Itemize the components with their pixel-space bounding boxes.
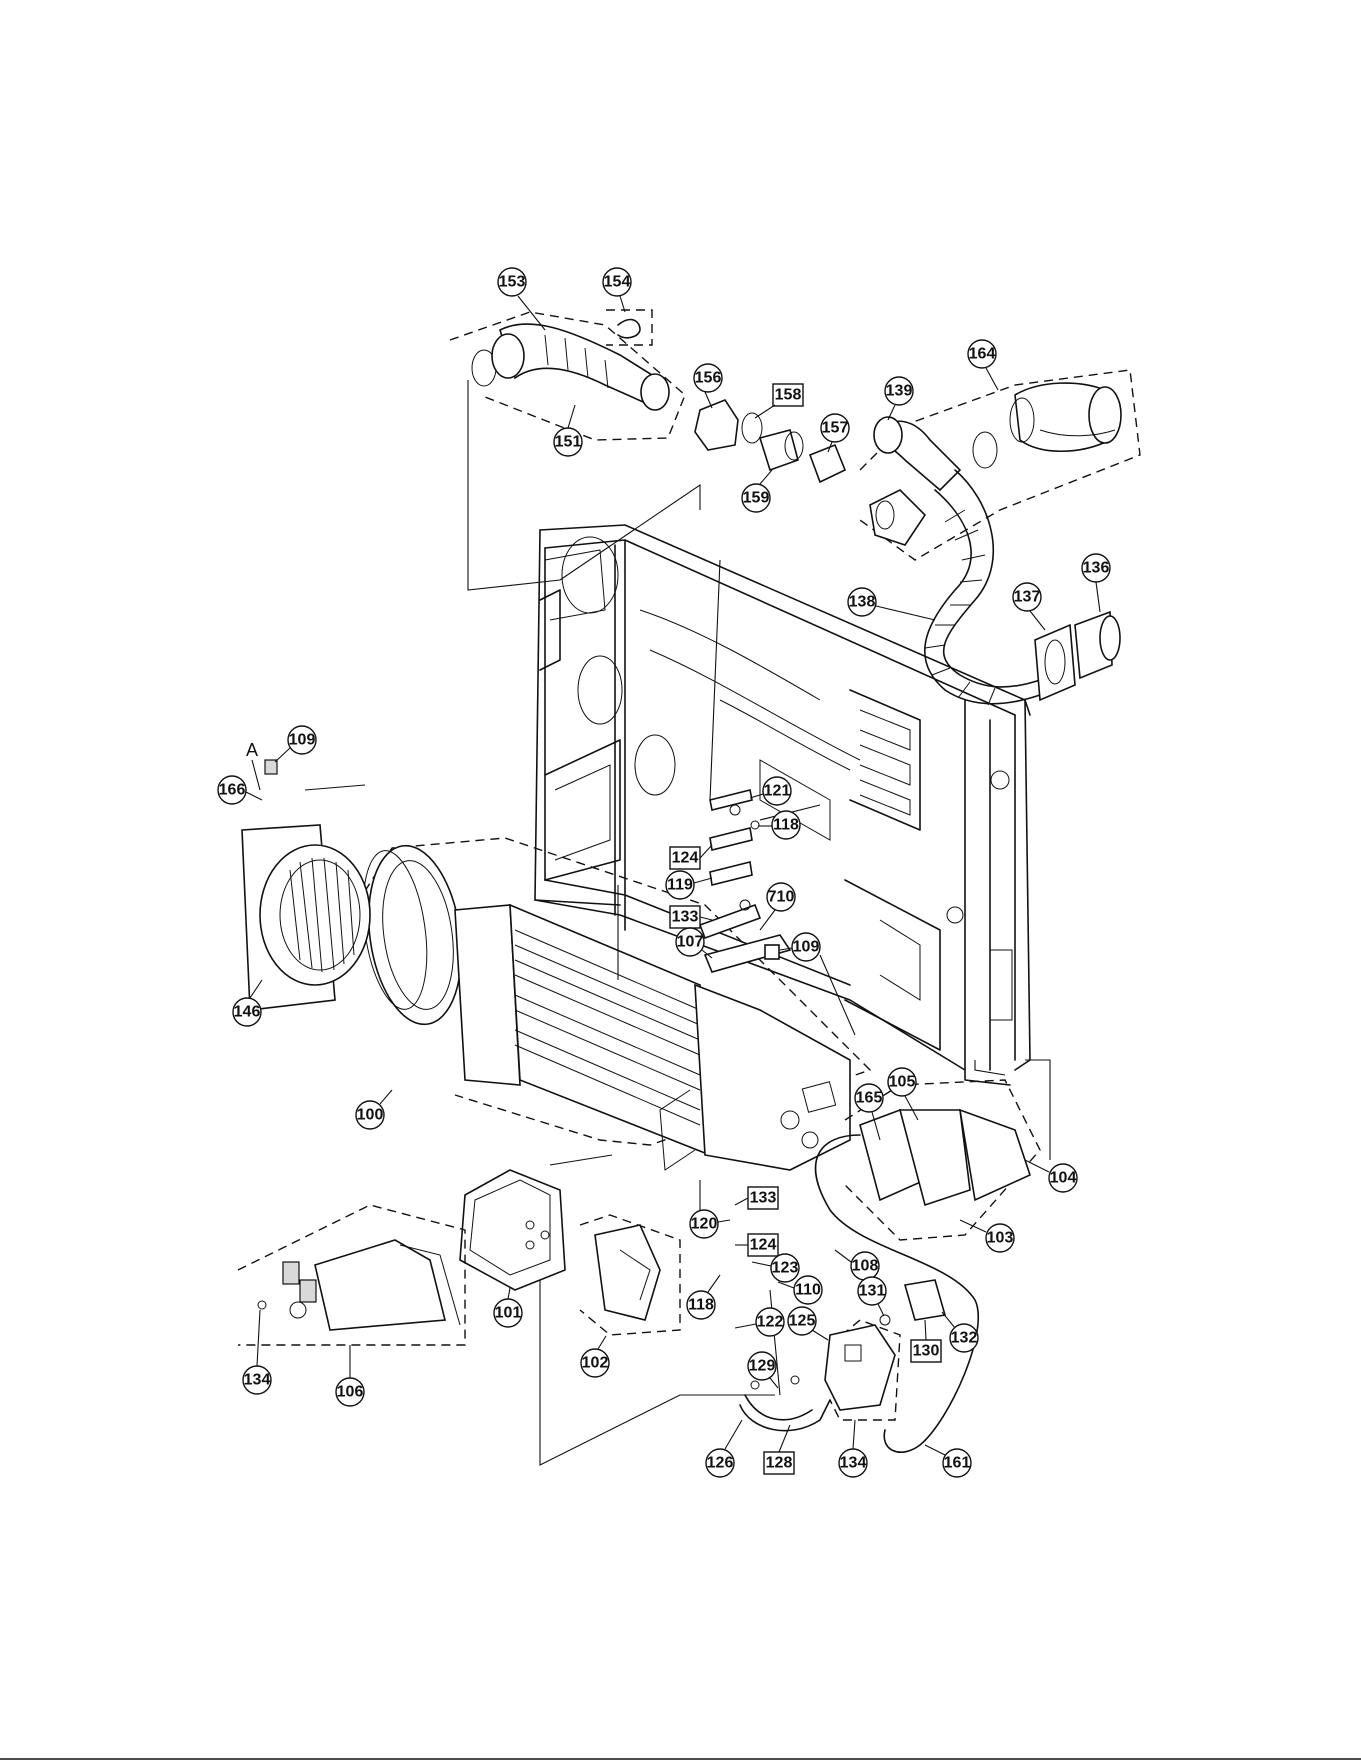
- callout-161: 161: [925, 1445, 971, 1477]
- callout-118-bottom: 118: [687, 1275, 720, 1319]
- svg-text:124: 124: [672, 850, 699, 867]
- svg-text:138: 138: [849, 594, 876, 611]
- svg-text:133: 133: [672, 909, 699, 926]
- svg-text:120: 120: [691, 1216, 718, 1233]
- svg-text:104: 104: [1050, 1170, 1077, 1187]
- callout-137: 137: [1013, 583, 1045, 630]
- svg-text:123: 123: [772, 1260, 799, 1277]
- svg-text:124: 124: [750, 1237, 777, 1254]
- callout-120: 120: [690, 1210, 730, 1238]
- callout-133-bottom: 133: [735, 1187, 778, 1209]
- callout-109-top: 109: [275, 726, 316, 762]
- callout-124-bottom: 124: [735, 1234, 778, 1256]
- callout-118-top: 118: [758, 811, 800, 839]
- callout-121: 121: [750, 777, 791, 805]
- svg-text:100: 100: [357, 1107, 384, 1124]
- callout-158: 158: [755, 384, 803, 418]
- svg-text:A: A: [246, 740, 258, 760]
- svg-text:137: 137: [1014, 589, 1041, 606]
- svg-text:157: 157: [822, 420, 849, 437]
- callout-130: 130: [911, 1320, 941, 1362]
- callout-108: 108: [835, 1250, 879, 1280]
- svg-text:151: 151: [555, 434, 582, 451]
- callout-101: 101: [494, 1288, 522, 1327]
- callout-126: 126: [706, 1420, 742, 1477]
- svg-text:108: 108: [852, 1258, 879, 1275]
- burner-and-manifold: [460, 1170, 680, 1335]
- callout-132: 132: [942, 1312, 978, 1352]
- svg-text:126: 126: [707, 1455, 734, 1472]
- callout-104: 104: [1025, 1160, 1077, 1192]
- svg-text:165: 165: [856, 1090, 883, 1107]
- svg-text:164: 164: [969, 346, 996, 363]
- front-cover-assembly: [238, 1205, 465, 1345]
- svg-text:136: 136: [1083, 560, 1110, 577]
- svg-text:106: 106: [337, 1384, 364, 1401]
- svg-text:710: 710: [768, 889, 795, 906]
- svg-text:119: 119: [667, 877, 693, 894]
- callout-131: 131: [858, 1277, 886, 1316]
- svg-text:129: 129: [749, 1358, 776, 1375]
- svg-text:139: 139: [886, 383, 913, 400]
- svg-text:121: 121: [764, 783, 791, 800]
- view-marker-a: A: [246, 740, 260, 790]
- svg-text:103: 103: [987, 1230, 1014, 1247]
- svg-text:161: 161: [944, 1455, 971, 1472]
- callout-100: 100: [356, 1090, 392, 1129]
- callout-129: 129: [748, 1352, 778, 1388]
- svg-text:131: 131: [859, 1283, 886, 1300]
- callout-136: 136: [1082, 554, 1110, 612]
- svg-text:118: 118: [688, 1297, 714, 1314]
- svg-text:158: 158: [775, 387, 802, 404]
- svg-text:133: 133: [750, 1190, 777, 1207]
- svg-text:110: 110: [795, 1282, 821, 1299]
- svg-text:109: 109: [289, 732, 316, 749]
- callout-156: 156: [694, 364, 722, 408]
- callout-146: 146: [233, 980, 262, 1026]
- svg-text:156: 156: [695, 370, 722, 387]
- callout-710: 710: [760, 883, 795, 930]
- svg-text:146: 146: [234, 1004, 261, 1021]
- svg-text:166: 166: [219, 782, 246, 799]
- svg-text:102: 102: [582, 1355, 609, 1372]
- callout-106: 106: [336, 1345, 364, 1406]
- callout-139: 139: [885, 377, 913, 420]
- svg-text:122: 122: [757, 1314, 784, 1331]
- svg-text:159: 159: [743, 490, 770, 507]
- callout-164: 164: [968, 340, 998, 390]
- callout-138: 138: [848, 588, 935, 620]
- callout-166: 166: [218, 776, 262, 804]
- svg-text:105: 105: [889, 1074, 916, 1091]
- svg-text:134: 134: [244, 1372, 271, 1389]
- callout-124-top: 124: [670, 845, 712, 869]
- gas-pipe: [740, 1376, 830, 1431]
- callout-134-right: 134: [839, 1420, 867, 1477]
- callout-134-left: 134: [243, 1310, 271, 1394]
- callout-159: 159: [742, 470, 772, 512]
- svg-text:154: 154: [604, 274, 631, 291]
- svg-text:153: 153: [499, 274, 526, 291]
- callout-102: 102: [581, 1336, 609, 1377]
- callout-119: 119: [666, 871, 712, 899]
- svg-text:132: 132: [951, 1330, 978, 1347]
- svg-text:125: 125: [789, 1313, 816, 1330]
- svg-text:107: 107: [677, 934, 704, 951]
- callout-123: 123: [752, 1254, 799, 1282]
- svg-text:109: 109: [793, 939, 820, 956]
- callout-128: 128: [764, 1425, 794, 1474]
- callout-151: 151: [554, 405, 582, 456]
- svg-text:134: 134: [840, 1455, 867, 1472]
- callout-154: 154: [603, 268, 631, 312]
- callout-125: 125: [788, 1307, 828, 1340]
- air-duct-assembly: [860, 370, 1140, 705]
- callout-122: 122: [735, 1308, 784, 1336]
- blower-assembly: [242, 760, 370, 1010]
- svg-text:128: 128: [766, 1455, 793, 1472]
- svg-text:118: 118: [773, 817, 799, 834]
- svg-text:101: 101: [495, 1305, 522, 1322]
- callout-103: 103: [960, 1220, 1014, 1252]
- svg-text:130: 130: [913, 1343, 940, 1360]
- callout-153: 153: [498, 268, 545, 330]
